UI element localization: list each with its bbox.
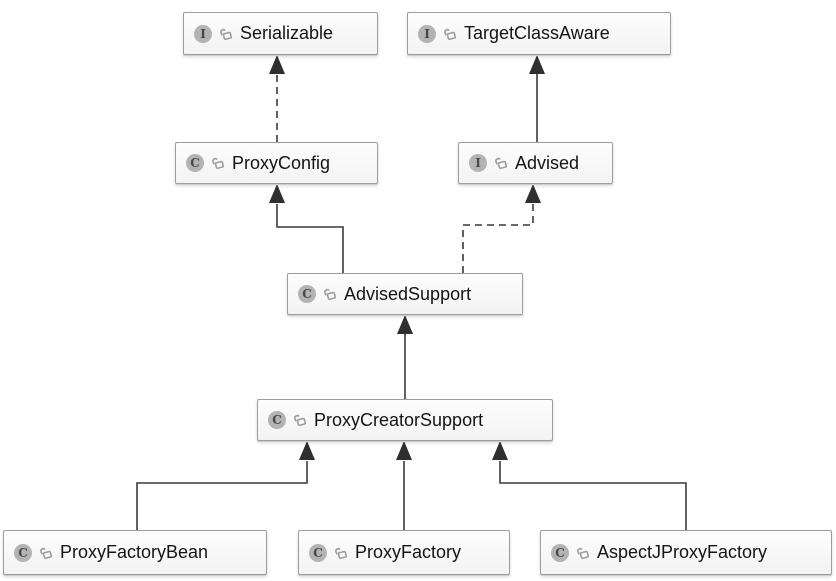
arrowhead-proxyconfig [269,184,285,203]
node-label: TargetClassAware [464,23,610,43]
unlocked-icon [494,156,508,170]
node-label: AdvisedSupport [344,283,472,304]
class-icon: C [298,285,316,303]
edge-proxyfactorybean-proxycreatorsupport [136,461,308,530]
node-label: Advised [515,152,580,173]
interface-icon: I [418,24,436,43]
node-serializable[interactable]: I Serializable [183,12,378,55]
class-icon: C [551,543,569,562]
class-icon: C [14,543,32,562]
interface-icon: I [469,154,487,172]
class-icon: C [268,411,286,429]
node-proxyfactory[interactable]: C ProxyFactory [298,530,510,575]
arrowhead-advisedsupport [397,315,413,334]
node-advised[interactable]: I Advised [458,142,613,184]
unlocked-icon [334,546,348,560]
class-icon: C [309,543,327,562]
node-label: ProxyFactoryBean [60,542,209,562]
unlocked-icon [323,287,337,301]
unlocked-icon [293,413,307,427]
node-label: ProxyFactory [355,542,462,562]
node-aspectjproxyfactory[interactable]: C AspectJProxyFactory [540,530,832,575]
edge-advisedsupport-advised [462,204,534,273]
node-label: Serializable [240,23,334,43]
edge-aspectjproxyfactory-proxycreatorsupport [499,461,687,530]
node-label: ProxyCreatorSupport [314,409,484,430]
arrowhead-targetclassaware [529,55,545,74]
node-label: AspectJProxyFactory [597,542,768,562]
class-icon: C [186,154,204,172]
unlocked-icon [211,156,225,170]
arrowhead-serializable [269,55,285,74]
unlocked-icon [39,546,53,560]
node-label: ProxyConfig [232,152,331,173]
arrowhead-proxycreatorsupport-middle [396,441,412,460]
node-targetclassaware[interactable]: I TargetClassAware [407,12,671,55]
node-proxyfactorybean[interactable]: C ProxyFactoryBean [3,530,267,575]
arrowhead-advised [525,184,541,203]
node-proxycreatorsupport[interactable]: C ProxyCreatorSupport [257,399,553,441]
node-advisedsupport[interactable]: C AdvisedSupport [287,273,523,315]
edge-advisedsupport-proxyconfig [276,204,344,273]
arrowhead-proxycreatorsupport-left [299,441,315,460]
unlocked-icon [219,27,233,41]
unlocked-icon [443,27,457,41]
node-proxyconfig[interactable]: C ProxyConfig [175,142,378,184]
unlocked-icon [576,546,590,560]
interface-icon: I [194,24,212,43]
arrowhead-proxycreatorsupport-right [492,441,508,460]
